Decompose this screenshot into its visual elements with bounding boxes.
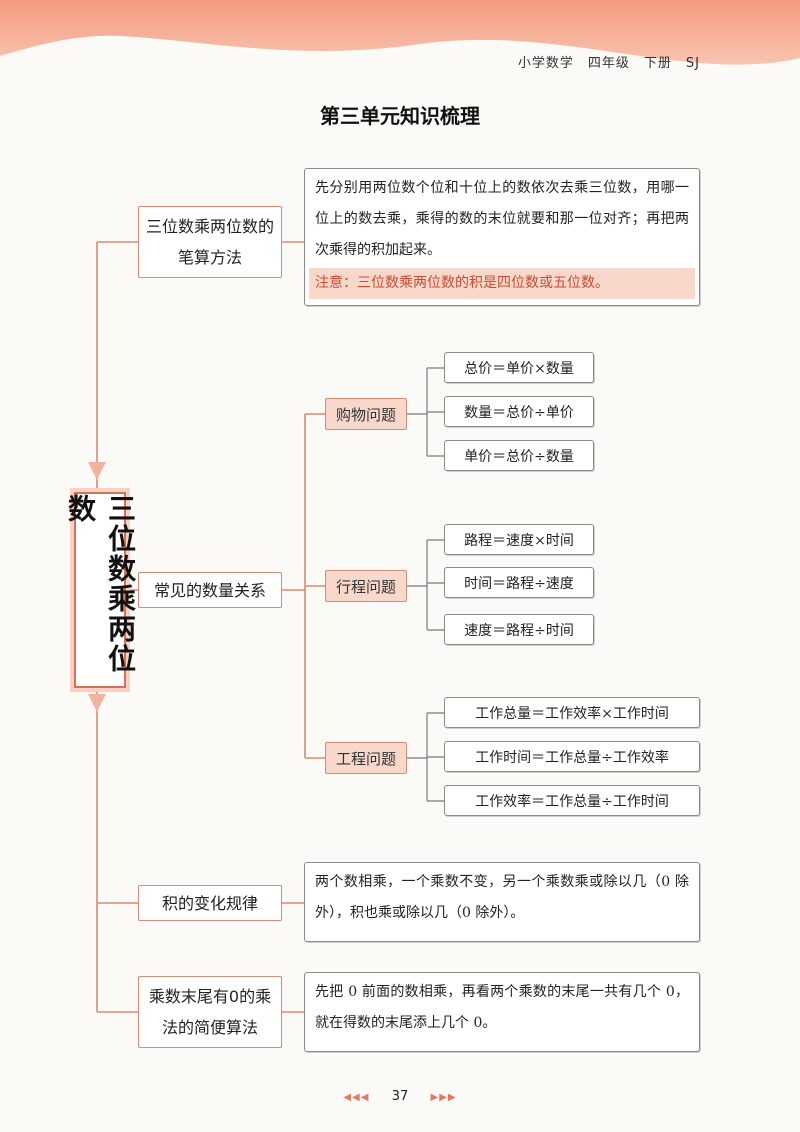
header-series-label: 小学数学 四年级 下册 SJ <box>517 56 700 71</box>
formula-work-time: 工作时间＝工作总量÷工作效率 <box>444 741 700 772</box>
formula-distance: 路程＝速度×时间 <box>444 524 594 555</box>
header-band <box>0 0 800 65</box>
formula-unit-price: 单价＝总价÷数量 <box>444 440 594 471</box>
formula-work-total: 工作总量＝工作效率×工作时间 <box>444 697 700 728</box>
formula-quantity: 数量＝总价÷单价 <box>444 396 594 427</box>
branch-product-change: 积的变化规律 <box>138 885 282 921</box>
written-method-text: 先分别用两位数个位和十位上的数依次去乘三位数，用哪一位上的数去乘，乘得的数的末位… <box>315 180 689 258</box>
written-method-note: 注意：三位数乘两位数的积是四位数或五位数。 <box>309 268 695 299</box>
product-change-description: 两个数相乘，一个乘数不变，另一个乘数乘或除以几（0 除外），积也乘或除以几（0 … <box>304 862 700 942</box>
written-method-description: 先分别用两位数个位和十位上的数依次去乘三位数，用哪一位上的数去乘，乘得的数的末位… <box>304 168 700 306</box>
formula-time: 时间＝路程÷速度 <box>444 567 594 598</box>
formula-work-efficiency: 工作效率＝工作总量÷工作时间 <box>444 785 700 816</box>
page-number: 37 <box>391 1089 409 1104</box>
page-footer: ◀◀◀ 37 ▶▶▶ <box>0 1089 800 1104</box>
formula-speed: 速度＝路程÷时间 <box>444 614 594 645</box>
sub-travel: 行程问题 <box>325 570 407 602</box>
prev-page-arrows[interactable]: ◀◀◀ <box>343 1092 370 1103</box>
page-title: 第三单元知识梳理 <box>320 104 480 128</box>
next-page-arrows[interactable]: ▶▶▶ <box>430 1092 457 1103</box>
trailing-zero-description: 先把 0 前面的数相乘，再看两个乘数的末尾一共有几个 0，就在得数的末尾添上几个… <box>304 972 700 1052</box>
sub-work: 工程问题 <box>325 742 407 774</box>
branch-written-method: 三位数乘两位数的笔算方法 <box>138 206 282 278</box>
branch-trailing-zero: 乘数末尾有0的乘法的简便算法 <box>138 976 282 1048</box>
formula-total-price: 总价＝单价×数量 <box>444 352 594 383</box>
root-node: 三位数乘两位数 <box>64 492 137 688</box>
branch-quantity-relations: 常见的数量关系 <box>138 572 282 608</box>
sub-shopping: 购物问题 <box>325 398 407 430</box>
